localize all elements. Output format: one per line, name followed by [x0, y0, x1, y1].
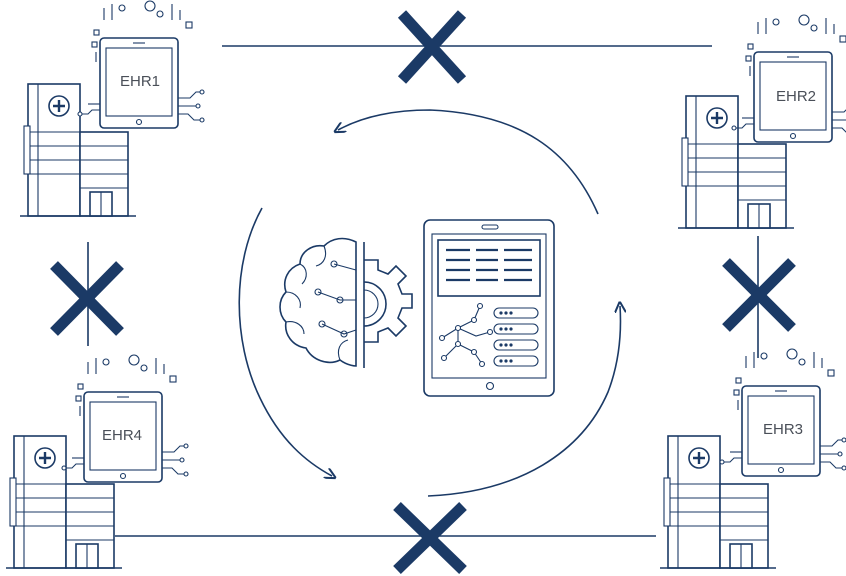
tablet-dashboard-icon — [423, 219, 555, 397]
blocked-x-icon-top — [397, 10, 467, 84]
arrow-bottom — [427, 306, 621, 497]
blocked-x-icon-bottom — [393, 502, 467, 574]
tablet-icon — [61, 354, 189, 483]
ehr2-label: EHR2 — [776, 88, 816, 105]
ehr4-label: EHR4 — [102, 427, 142, 444]
arrow-top — [338, 109, 599, 215]
ehr1-label: EHR1 — [120, 73, 160, 90]
tablet-icon — [77, 0, 205, 129]
ehr3-label: EHR3 — [763, 421, 803, 438]
arrow-left — [238, 207, 332, 476]
blocked-x-icon-right — [722, 258, 796, 332]
node-ehr2: EHR2 — [676, 14, 846, 230]
tablet-icon — [731, 14, 846, 143]
brain-gear-icon — [279, 237, 413, 368]
blocked-x-icon-left — [50, 261, 124, 336]
node-ehr3: EHR3 — [658, 348, 846, 570]
node-ehr4: EHR4 — [4, 354, 189, 570]
tablet-icon — [719, 348, 846, 477]
cycle-arrows — [238, 109, 621, 497]
node-ehr1: EHR1 — [18, 0, 205, 218]
